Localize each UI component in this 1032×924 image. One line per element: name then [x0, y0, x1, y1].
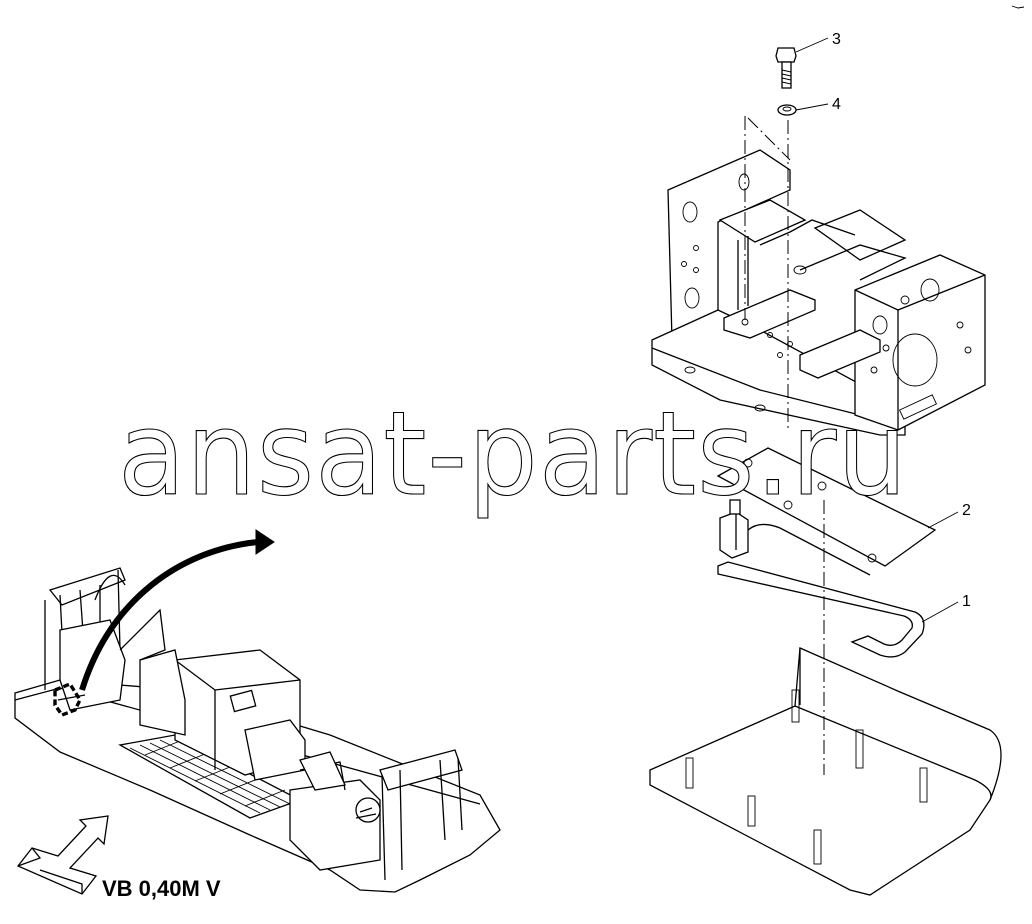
callout-3: 3: [832, 31, 841, 48]
screed-machine-overview: [14, 567, 501, 893]
curved-arrow: [79, 529, 275, 691]
callout-2: 2: [962, 502, 971, 519]
callout-4: 4: [832, 96, 841, 113]
washer: [777, 104, 797, 116]
mounting-bracket: [651, 149, 986, 436]
switch-plate: [716, 447, 937, 576]
center-lines: [744, 116, 825, 775]
callout-leaders: [795, 37, 959, 623]
base-plate: [649, 647, 1002, 896]
bolt: [775, 47, 797, 89]
callout-1: 1: [962, 593, 971, 610]
watermark-text: ansat-parts.ru: [118, 387, 908, 522]
view-direction-arrow: [16, 815, 109, 895]
gasket: [717, 561, 925, 658]
view-label: VB 0,40M V: [102, 876, 221, 901]
corner-mark: [1011, 5, 1025, 9]
